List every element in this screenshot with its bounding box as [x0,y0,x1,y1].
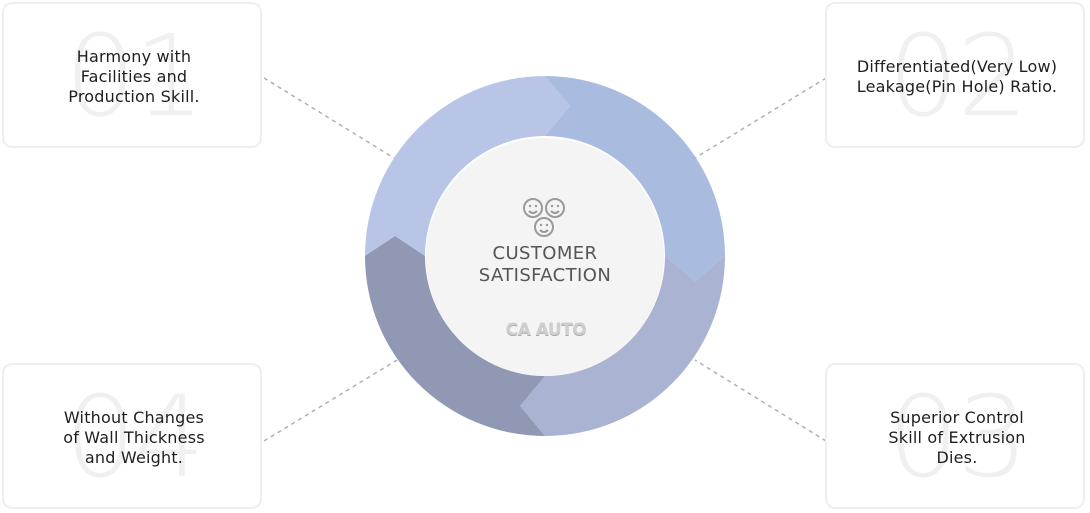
cycle-segment-top-right [545,76,725,281]
card-text-01: Harmony with Facilities and Production S… [68,47,200,106]
feature-card-04: 04 Without Changes of Wall Thickness and… [2,363,262,509]
feature-card-02: 02 Differentiated(Very Low) Leakage(Pin … [825,2,1085,148]
brand-logo: CA AUTO [505,320,587,340]
center-title: CUSTOMER SATISFACTION [478,243,612,286]
feature-card-01: 01 Harmony with Facilities and Productio… [2,2,262,148]
feature-card-03: 03 Superior Control Skill of Extrusion D… [825,363,1085,509]
cycle-segment-bottom-right [520,256,725,436]
card-text-04: Without Changes of Wall Thickness and We… [63,408,205,467]
card-number-01: 01 [64,12,206,142]
cycle-segment-bottom-left [365,236,545,436]
card-number-03: 03 [887,373,1029,503]
cycle-ring [365,76,725,436]
card-text-02: Differentiated(Very Low) Leakage(Pin Hol… [856,57,1058,96]
card-number-04: 04 [64,373,206,503]
cycle-segment-top-left [365,76,570,256]
card-number-02: 02 [887,12,1029,142]
three-smiley-faces-icon [523,198,565,237]
card-text-03: Superior Control Skill of Extrusion Dies… [888,408,1026,467]
center-circle [426,138,664,376]
